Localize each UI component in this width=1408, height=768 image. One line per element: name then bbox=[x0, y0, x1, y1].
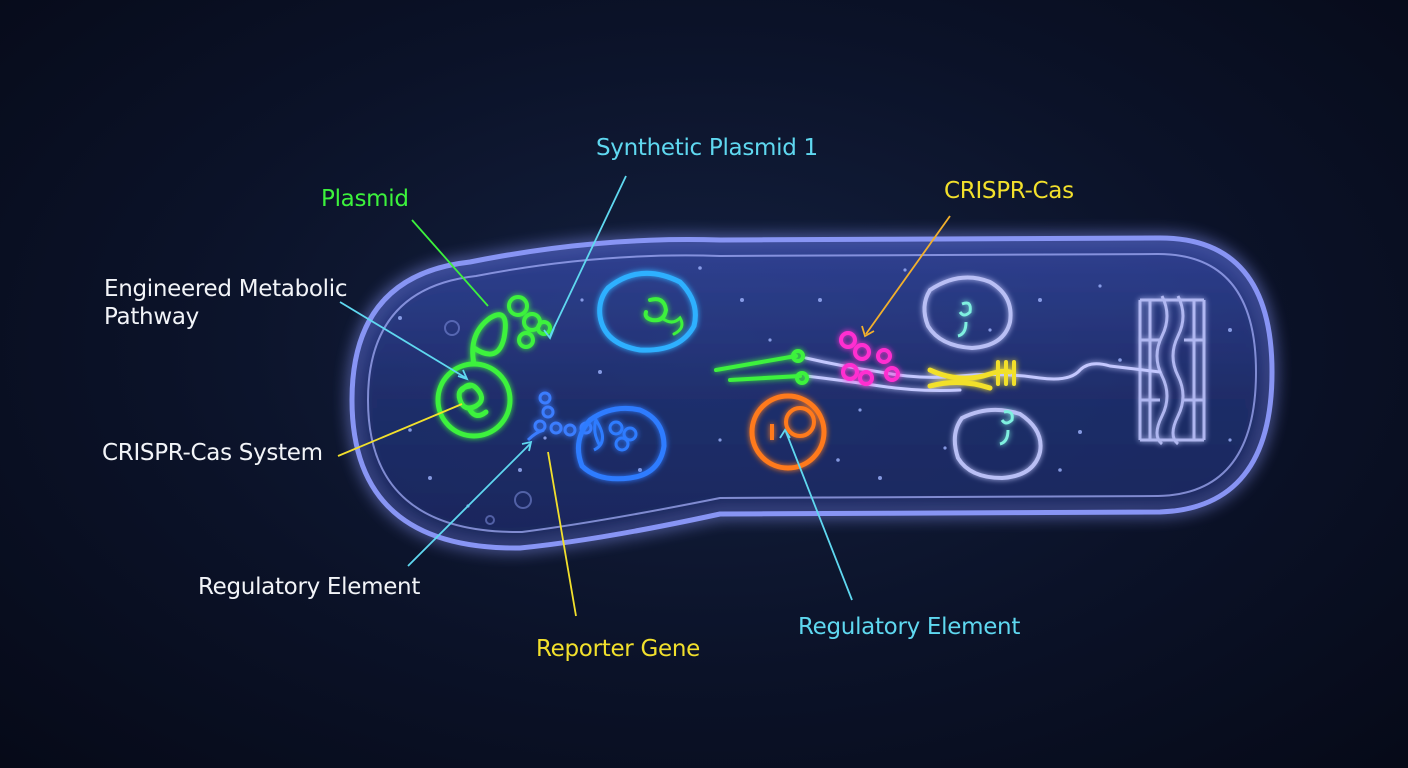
cell-body bbox=[352, 238, 1272, 548]
label-reporter-gene: Reporter Gene bbox=[536, 636, 700, 662]
label-crispr-cas-system: CRISPR-Cas System bbox=[102, 440, 323, 466]
label-synthetic-plasmid: Synthetic Plasmid 1 bbox=[596, 135, 818, 161]
label-regulatory-element-left: Regulatory Element bbox=[198, 574, 420, 600]
label-regulatory-element-right: Regulatory Element bbox=[798, 614, 1020, 640]
label-engineered-pathway-line1: Engineered Metabolic bbox=[104, 276, 347, 302]
label-engineered-pathway-line2: Pathway bbox=[104, 304, 199, 330]
label-plasmid: Plasmid bbox=[321, 186, 409, 212]
label-crispr-cas: CRISPR-Cas bbox=[944, 178, 1074, 204]
